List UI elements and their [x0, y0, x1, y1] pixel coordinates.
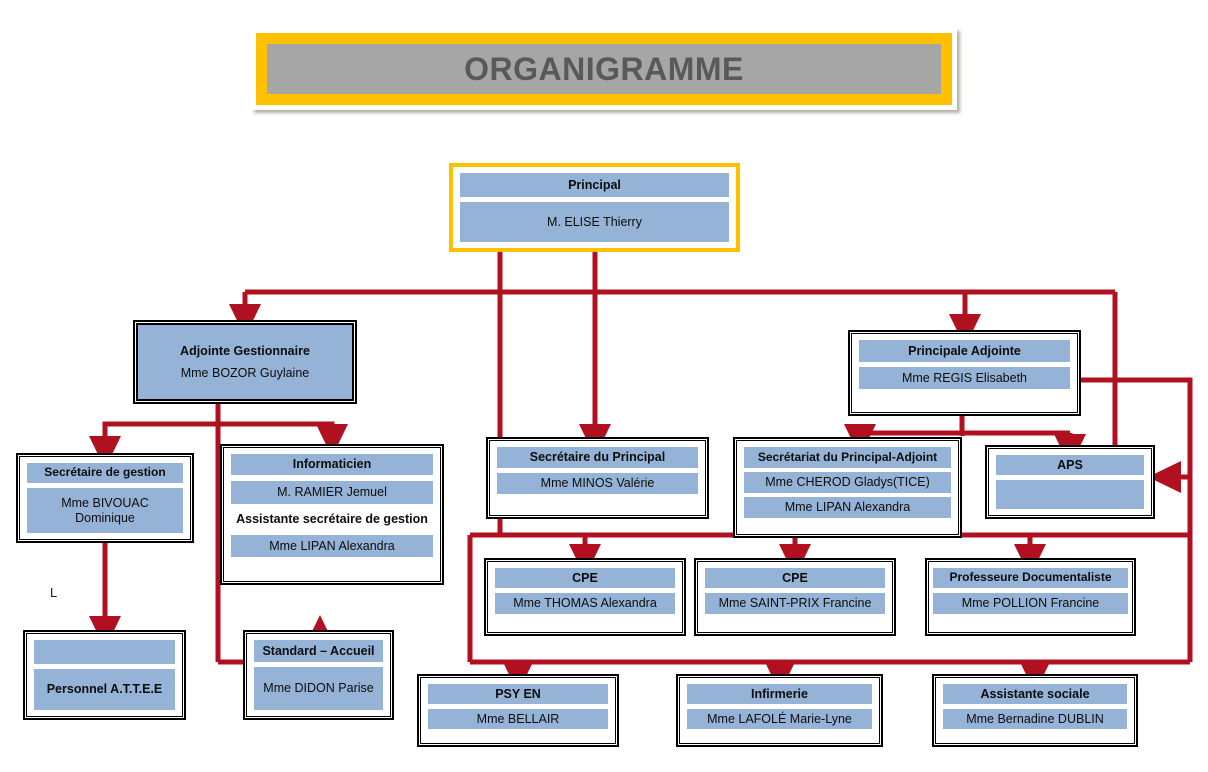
- node-personnel-attee-person: Personnel A.T.T.E.E: [34, 669, 175, 710]
- node-standard-accueil-role: Standard – Accueil: [254, 640, 383, 662]
- node-professeure-documentaliste-person: Mme POLLION Francine: [933, 593, 1128, 614]
- node-assistante-sociale[interactable]: Assistante sociale Mme Bernadine DUBLIN: [935, 677, 1135, 744]
- node-adjointe-gestionnaire-role: Adjointe Gestionnaire: [180, 343, 310, 358]
- node-adjointe-gestionnaire-person: Mme BOZOR Guylaine: [180, 366, 310, 380]
- node-psy-en[interactable]: PSY EN Mme BELLAIR: [420, 677, 616, 744]
- node-assistante-sociale-inner: Assistante sociale Mme Bernadine DUBLIN: [936, 678, 1134, 743]
- node-secretariat-du-principal-adjoint-role: Secrétariat du Principal-Adjoint: [744, 447, 951, 468]
- node-principale-adjointe-role: Principale Adjointe: [859, 340, 1070, 362]
- node-cpe-2[interactable]: CPE Mme SAINT-PRIX Francine: [697, 561, 893, 633]
- node-standard-accueil-person: Mme DIDON Parise: [254, 667, 383, 710]
- node-informaticien-subrole: Assistante secrétaire de gestion: [236, 512, 428, 527]
- node-informaticien[interactable]: Informaticien M. RAMIER Jemuel Assistant…: [223, 447, 441, 582]
- node-informaticien-subperson: Mme LIPAN Alexandra: [231, 535, 433, 557]
- node-principal-role: Principal: [460, 173, 729, 197]
- node-secretaire-de-gestion[interactable]: Secrétaire de gestion Mme BIVOUAC Domini…: [19, 456, 191, 540]
- node-informaticien-person: M. RAMIER Jemuel: [231, 481, 433, 504]
- node-assistante-sociale-person: Mme Bernadine DUBLIN: [943, 709, 1127, 729]
- node-informaticien-inner: Informaticien M. RAMIER Jemuel Assistant…: [224, 448, 440, 581]
- node-cpe-1[interactable]: CPE Mme THOMAS Alexandra: [487, 561, 683, 633]
- node-secretariat-du-principal-adjoint-inner: Secrétariat du Principal-Adjoint Mme CHE…: [737, 441, 958, 534]
- node-informaticien-role: Informaticien: [231, 454, 433, 475]
- node-cpe-2-role: CPE: [705, 568, 885, 588]
- node-aps-role: APS: [996, 455, 1144, 475]
- node-cpe-1-person: Mme THOMAS Alexandra: [495, 593, 675, 614]
- node-secretariat-du-principal-adjoint[interactable]: Secrétariat du Principal-Adjoint Mme CHE…: [736, 440, 959, 535]
- node-cpe-1-inner: CPE Mme THOMAS Alexandra: [488, 562, 682, 632]
- title-banner-border: ORGANIGRAMME: [256, 33, 952, 105]
- title-banner: ORGANIGRAMME: [251, 28, 957, 110]
- node-aps-inner: APS: [989, 449, 1151, 515]
- node-cpe-2-person: Mme SAINT-PRIX Francine: [705, 593, 885, 614]
- node-secretaire-de-gestion-person: Mme BIVOUAC Dominique: [27, 488, 183, 533]
- stray-text-marker: L: [50, 585, 58, 600]
- node-personnel-attee[interactable]: Personnel A.T.T.E.E: [26, 633, 183, 717]
- node-psy-en-inner: PSY EN Mme BELLAIR: [421, 678, 615, 743]
- node-secretaire-du-principal[interactable]: Secrétaire du Principal Mme MINOS Valéri…: [489, 440, 706, 516]
- node-personnel-attee-role: [34, 640, 175, 664]
- node-adjointe-gestionnaire-inner: Adjointe Gestionnaire Mme BOZOR Guylaine: [138, 325, 352, 399]
- node-secretaire-du-principal-inner: Secrétaire du Principal Mme MINOS Valéri…: [490, 441, 705, 515]
- node-personnel-attee-inner: Personnel A.T.T.E.E: [27, 634, 182, 716]
- node-adjointe-gestionnaire[interactable]: Adjointe Gestionnaire Mme BOZOR Guylaine: [136, 323, 354, 401]
- node-standard-accueil[interactable]: Standard – Accueil Mme DIDON Parise: [246, 633, 391, 717]
- node-secretaire-de-gestion-role: Secrétaire de gestion: [27, 463, 183, 483]
- node-cpe-2-inner: CPE Mme SAINT-PRIX Francine: [698, 562, 892, 632]
- node-principale-adjointe-inner: Principale Adjointe Mme REGIS Elisabeth: [852, 334, 1077, 412]
- node-secretariat-du-principal-adjoint-person-1: Mme CHEROD Gladys(TICE): [744, 472, 951, 493]
- node-infirmerie-inner: Infirmerie Mme LAFOLÉ Marie-Lyne: [680, 678, 879, 743]
- node-principale-adjointe-person: Mme REGIS Elisabeth: [859, 367, 1070, 389]
- node-standard-accueil-inner: Standard – Accueil Mme DIDON Parise: [247, 634, 390, 716]
- node-psy-en-role: PSY EN: [428, 684, 608, 704]
- node-aps-person: [996, 480, 1144, 509]
- page-title: ORGANIGRAMME: [267, 44, 941, 94]
- node-cpe-1-role: CPE: [495, 568, 675, 588]
- node-professeure-documentaliste-inner: Professeure Documentaliste Mme POLLION F…: [929, 562, 1132, 632]
- node-principal-person: M. ELISE Thierry: [460, 202, 729, 242]
- node-assistante-sociale-role: Assistante sociale: [943, 684, 1127, 704]
- node-principale-adjointe[interactable]: Principale Adjointe Mme REGIS Elisabeth: [851, 333, 1078, 413]
- node-infirmerie-person: Mme LAFOLÉ Marie-Lyne: [687, 709, 872, 729]
- node-professeure-documentaliste[interactable]: Professeure Documentaliste Mme POLLION F…: [928, 561, 1133, 633]
- node-secretariat-du-principal-adjoint-person-2: Mme LIPAN Alexandra: [744, 497, 951, 518]
- node-secretaire-du-principal-role: Secrétaire du Principal: [497, 447, 698, 468]
- node-psy-en-person: Mme BELLAIR: [428, 709, 608, 729]
- node-infirmerie-role: Infirmerie: [687, 684, 872, 704]
- node-secretaire-du-principal-person: Mme MINOS Valérie: [497, 473, 698, 494]
- node-aps[interactable]: APS: [988, 448, 1152, 516]
- node-professeure-documentaliste-role: Professeure Documentaliste: [933, 568, 1128, 588]
- node-infirmerie[interactable]: Infirmerie Mme LAFOLÉ Marie-Lyne: [679, 677, 880, 744]
- node-principal-inner: Principal M. ELISE Thierry: [453, 167, 736, 248]
- node-secretaire-de-gestion-inner: Secrétaire de gestion Mme BIVOUAC Domini…: [20, 457, 190, 539]
- node-principal[interactable]: Principal M. ELISE Thierry: [449, 163, 740, 252]
